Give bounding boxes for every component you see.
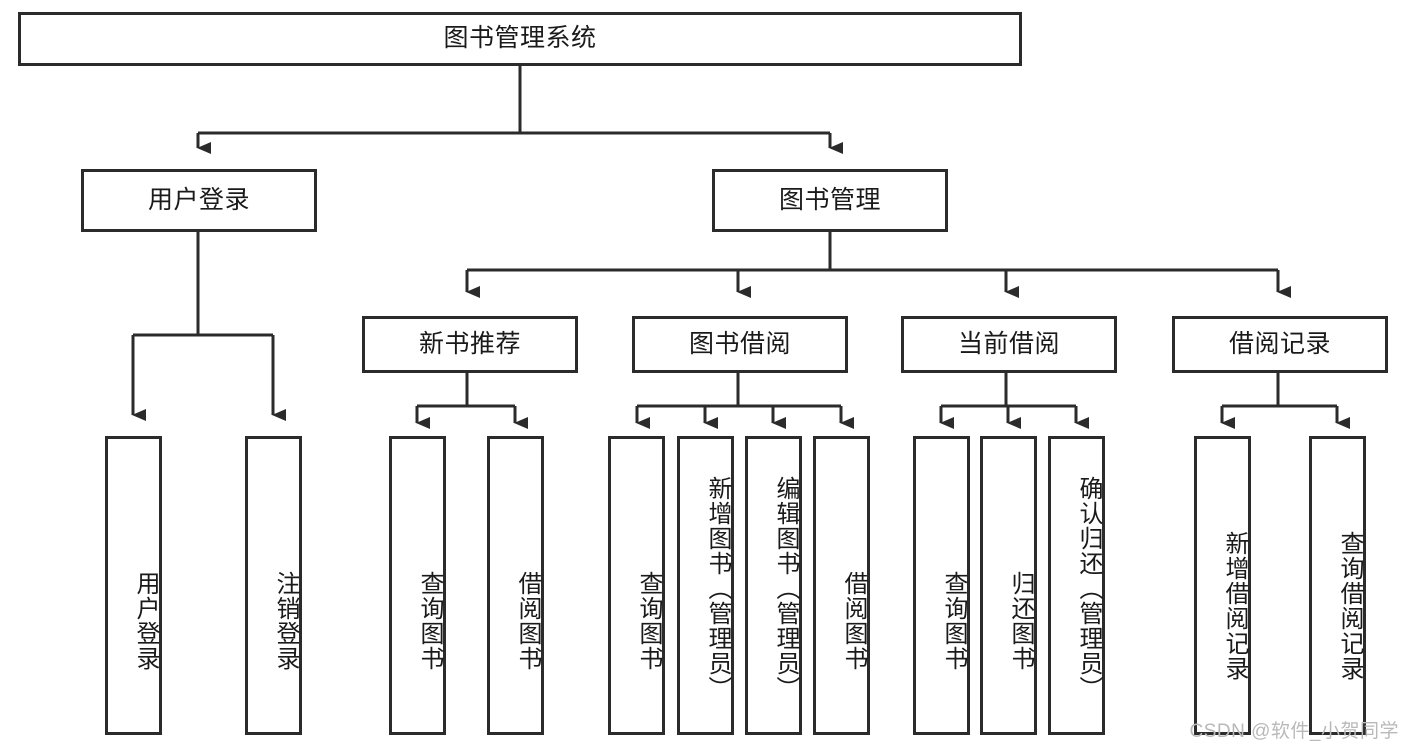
node-new-book-recommend[interactable]: 新书推荐 xyxy=(362,316,578,373)
node-leaf-borrow-book-2-label: 借阅图书 xyxy=(840,570,867,671)
node-current-borrow-label: 当前借阅 xyxy=(957,329,1060,358)
node-leaf-add-book[interactable]: 新增图书（管理员） xyxy=(677,436,734,735)
node-leaf-edit-book-label: 编辑图书（管理员） xyxy=(772,476,799,701)
node-leaf-query-book-3-label: 查询图书 xyxy=(940,570,967,671)
node-leaf-return-book[interactable]: 归还图书 xyxy=(980,436,1037,735)
node-leaf-query-book-1-label: 查询图书 xyxy=(416,570,443,671)
node-borrow-record[interactable]: 借阅记录 xyxy=(1172,316,1388,373)
node-book-borrow-label: 图书借阅 xyxy=(688,329,791,358)
node-leaf-query-book-1[interactable]: 查询图书 xyxy=(389,436,446,735)
node-leaf-user-login-label: 用户登录 xyxy=(132,570,159,671)
node-leaf-confirm-return[interactable]: 确认归还（管理员） xyxy=(1048,436,1105,735)
node-book-management[interactable]: 图书管理 xyxy=(712,169,948,232)
node-leaf-query-record[interactable]: 查询借阅记录 xyxy=(1309,436,1366,735)
node-leaf-user-logout[interactable]: 注销登录 xyxy=(245,436,302,735)
node-book-management-label: 图书管理 xyxy=(778,185,881,214)
node-root[interactable]: 图书管理系统 xyxy=(18,12,1022,66)
node-leaf-query-record-label: 查询借阅记录 xyxy=(1336,530,1363,681)
node-leaf-add-record[interactable]: 新增借阅记录 xyxy=(1194,436,1251,735)
node-leaf-user-logout-label: 注销登录 xyxy=(272,570,299,671)
node-leaf-borrow-book-1[interactable]: 借阅图书 xyxy=(487,436,544,735)
watermark: CSDN @软件_小贺同学 xyxy=(1189,721,1399,742)
node-user-login[interactable]: 用户登录 xyxy=(81,169,317,232)
node-book-borrow[interactable]: 图书借阅 xyxy=(632,316,848,373)
node-leaf-query-book-2-label: 查询图书 xyxy=(635,570,662,671)
node-leaf-query-book-3[interactable]: 查询图书 xyxy=(913,436,970,735)
node-leaf-query-book-2[interactable]: 查询图书 xyxy=(608,436,665,735)
node-new-book-recommend-label: 新书推荐 xyxy=(418,329,521,358)
node-leaf-edit-book[interactable]: 编辑图书（管理员） xyxy=(745,436,802,735)
node-leaf-add-book-label: 新增图书（管理员） xyxy=(704,476,731,701)
node-borrow-record-label: 借阅记录 xyxy=(1228,329,1331,358)
node-leaf-return-book-label: 归还图书 xyxy=(1007,570,1034,671)
node-leaf-borrow-book-1-label: 借阅图书 xyxy=(514,570,541,671)
node-leaf-add-record-label: 新增借阅记录 xyxy=(1221,530,1248,681)
node-leaf-user-login[interactable]: 用户登录 xyxy=(105,436,162,735)
node-leaf-confirm-return-label: 确认归还（管理员） xyxy=(1075,476,1102,701)
node-root-label: 图书管理系统 xyxy=(443,24,597,53)
node-current-borrow[interactable]: 当前借阅 xyxy=(901,316,1117,373)
node-leaf-borrow-book-2[interactable]: 借阅图书 xyxy=(813,436,870,735)
node-user-login-label: 用户登录 xyxy=(147,185,250,214)
